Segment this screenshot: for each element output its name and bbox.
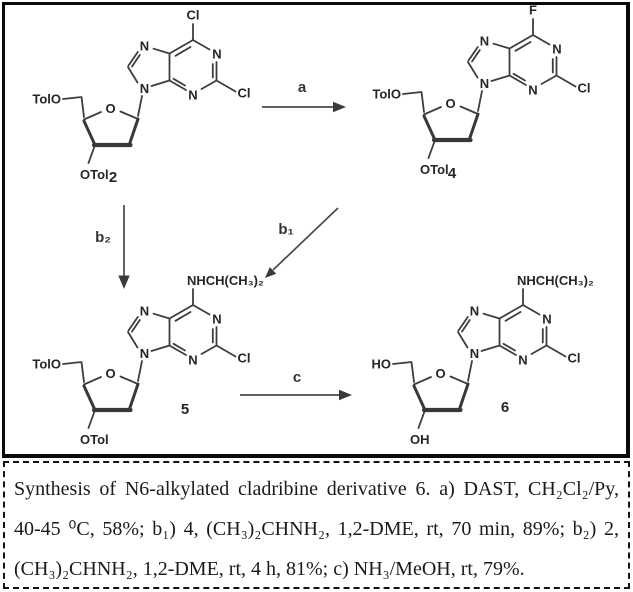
c2-chloro-label: Cl: [238, 86, 251, 101]
n6-alkylamino-label: NHCH(CH₃)₂: [517, 273, 594, 288]
arrow-b1-label: b₁: [278, 221, 293, 238]
compound-5-structure: N N N N O NHCH(CH₃)₂ Cl TolO OTol 5: [32, 273, 264, 447]
compound-number: 2: [109, 169, 117, 186]
c2-chloro-label: Cl: [578, 81, 591, 96]
purine-ring-bonds: [467, 18, 577, 88]
sugar-o4-label: O: [105, 366, 115, 381]
purine-n7-label: N: [140, 304, 149, 319]
purine-n1-label: N: [552, 42, 561, 57]
purine-n7-label: N: [140, 39, 149, 54]
compound-number: 5: [181, 401, 189, 418]
purine-n7-label: N: [470, 304, 479, 319]
reaction-arrow-a: a: [262, 79, 346, 113]
reaction-arrow-b1: b₁: [265, 207, 339, 278]
purine-ring-bonds: [127, 23, 237, 93]
sugar-ring-bonds: [392, 360, 473, 429]
purine-n1-label: N: [212, 47, 221, 62]
o5-group-label: TolO: [32, 92, 61, 107]
caption-line-1: Synthesis of N6-alkylated cladribine der…: [14, 478, 619, 500]
compound-number: 6: [501, 399, 509, 416]
c2-chloro-label: Cl: [568, 351, 581, 366]
purine-n9-label: N: [140, 81, 149, 96]
caption-line-2: 40-45 ⁰C, 58%; b₁) 4, (CH₃)₂CHNH₂, 1,2-D…: [14, 518, 619, 540]
sugar-ring-bonds: [62, 360, 143, 429]
caption-line-3: (CH₃)₂CHNH₂, 1,2-DME, rt, 4 h, 81%; c) N…: [14, 558, 525, 580]
purine-n7-label: N: [480, 34, 489, 49]
purine-n9-label: N: [480, 76, 489, 91]
c6-substituent-label: Cl: [187, 8, 200, 23]
purine-n3-label: N: [188, 88, 197, 103]
purine-ring-bonds: [127, 288, 237, 358]
n6-alkylamino-label: NHCH(CH₃)₂: [187, 273, 264, 288]
purine-n9-label: N: [140, 346, 149, 361]
caption-box: Synthesis of N6-alkylated cladribine der…: [3, 461, 630, 589]
sugar-ring-bonds: [62, 95, 143, 164]
compound-2-structure: N N N N O Cl Cl TolO OTol 2: [32, 8, 251, 187]
compound-number: 4: [448, 165, 457, 182]
c6-substituent-label: F: [529, 3, 537, 18]
o5-group-label: TolO: [32, 357, 61, 372]
purine-n9-label: N: [470, 346, 479, 361]
o5-group-label: TolO: [372, 87, 401, 102]
sugar-ring-bonds: [402, 90, 483, 159]
purine-n3-label: N: [518, 353, 527, 368]
compound-4-structure: N N N N O F Cl TolO OTol 4: [372, 3, 591, 183]
purine-n1-label: N: [542, 312, 551, 327]
o3-group-label: OTol: [80, 167, 109, 182]
purine-n1-label: N: [212, 312, 221, 327]
reaction-arrow-b2: b₂: [95, 205, 130, 289]
reaction-arrows-layer: a b₂ b₁ c: [95, 79, 352, 401]
purine-n3-label: N: [188, 353, 197, 368]
reaction-arrow-c: c: [240, 369, 352, 401]
sugar-o4-label: O: [435, 366, 445, 381]
compound-6-structure: N N N N O NHCH(CH₃)₂ Cl HO OH 6: [372, 273, 594, 447]
purine-n3-label: N: [528, 83, 537, 98]
purine-ring-bonds: [457, 288, 567, 358]
c2-chloro-label: Cl: [238, 351, 251, 366]
arrow-a-label: a: [298, 79, 307, 96]
arrow-c-label: c: [293, 369, 301, 386]
sugar-o4-label: O: [445, 96, 455, 111]
o5-group-label: HO: [372, 357, 392, 372]
sugar-o4-label: O: [105, 101, 115, 116]
arrow-b2-label: b₂: [95, 229, 111, 246]
o3-group-label: OH: [410, 432, 430, 447]
o3-group-label: OTol: [420, 162, 449, 177]
o3-group-label: OTol: [80, 432, 109, 447]
